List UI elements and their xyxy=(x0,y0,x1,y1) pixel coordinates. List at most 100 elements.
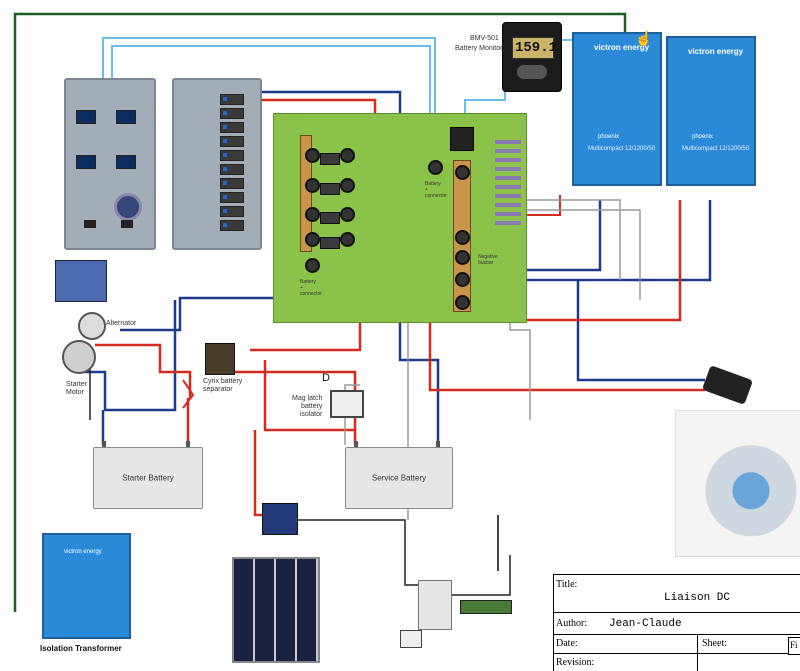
gray-wire-3 xyxy=(520,199,621,280)
battery-connector-label: Battery + connector xyxy=(300,279,322,297)
fuse-out-1 xyxy=(340,148,355,163)
inverter-2-phoenix: phoenix xyxy=(692,134,714,140)
mag-latch-isolator xyxy=(330,390,364,418)
breaker-switch-2[interactable] xyxy=(220,108,244,119)
inverter-2-model: Multicompact 12/1200/50 xyxy=(682,146,750,152)
switch-panel xyxy=(172,78,262,250)
revision-key: Revision: xyxy=(556,657,595,668)
bmv-display: 159.1 xyxy=(512,37,558,59)
bmv-name-label: Battery Monitor xyxy=(455,45,503,52)
inverter-1-brand: victron energy xyxy=(594,43,650,52)
breaker-switch-4[interactable] xyxy=(220,136,244,147)
sheet-key: Sheet: xyxy=(702,638,727,649)
neg-stud-4 xyxy=(455,272,470,287)
author-row: Author: Jean-Claude xyxy=(554,613,800,635)
fuse-out-3 xyxy=(340,207,355,222)
panel-button-1[interactable] xyxy=(84,220,96,228)
gray-wire-4 xyxy=(520,209,641,300)
battery-plus-stud xyxy=(428,160,443,175)
bmv-buttons[interactable] xyxy=(517,65,547,79)
author-value: Jean-Claude xyxy=(609,618,682,630)
red-wire-alternator xyxy=(95,343,192,398)
breaker-switch-5[interactable] xyxy=(220,150,244,161)
battery-connector-stud xyxy=(305,258,320,273)
fi-key: Fi xyxy=(790,640,798,650)
meter-display-2 xyxy=(116,110,136,124)
gray-wire-1 xyxy=(344,384,360,445)
breaker-switch-6[interactable] xyxy=(220,164,244,175)
author-key: Author: xyxy=(556,618,588,629)
shunt xyxy=(450,127,474,151)
service-battery-label: Service Battery xyxy=(371,473,427,483)
red-wire-service xyxy=(263,360,355,432)
black-wire-solar xyxy=(290,519,420,586)
fuse-link xyxy=(182,379,195,409)
inverter-2: victron energy phoenix Multicompact 12/1… xyxy=(666,36,756,186)
bmv-model-label: BMV-501 xyxy=(470,35,499,42)
negative-busbar-label: Negative busbar xyxy=(478,254,498,266)
meter-display-4 xyxy=(116,155,136,169)
starter-pos-terminal xyxy=(186,441,190,447)
cursor-icon: ☝ xyxy=(635,30,653,46)
title-key: Title: xyxy=(556,579,578,590)
positive-busbar xyxy=(300,135,312,252)
bmv-reading: 159.1 xyxy=(515,40,558,56)
small-fuse-strip xyxy=(495,140,521,230)
date-key: Date: xyxy=(556,638,578,649)
inverter-1-model: Multicompact 12/1200/50 xyxy=(588,146,656,152)
charge-controller xyxy=(418,580,452,630)
starter-motor-label: Starter Motor xyxy=(66,381,88,397)
alternator-label: Alternator xyxy=(106,320,137,327)
solar-panel xyxy=(232,557,320,663)
breaker-switch-1[interactable] xyxy=(220,94,244,105)
fuse-1 xyxy=(320,153,340,165)
title-value: Liaison DC xyxy=(664,592,731,604)
fuse-2 xyxy=(320,183,340,195)
meter-display-3 xyxy=(76,155,96,169)
starter-motor xyxy=(62,340,96,374)
alternator-regulator xyxy=(55,260,107,302)
breaker-switch-8[interactable] xyxy=(220,192,244,203)
fuse-4 xyxy=(320,237,340,249)
fuse-stud-2 xyxy=(305,178,320,193)
mag-latch-label: Mag latch battery isolator xyxy=(292,395,323,419)
isolation-transformer-label: Isolation Transformer xyxy=(40,644,122,653)
service-battery: Service Battery xyxy=(345,441,453,509)
dump-load xyxy=(460,600,512,614)
fuse-stud-4 xyxy=(305,232,320,247)
title-row: Title: Liaison DC xyxy=(554,575,800,613)
title-block: Title: Liaison DC Author: Jean-Claude Da… xyxy=(553,574,800,671)
fuse-out-2 xyxy=(340,178,355,193)
iso-brand: victron energy xyxy=(64,549,102,555)
isolation-transformer: victron energy xyxy=(42,533,131,639)
breaker-switch-10[interactable] xyxy=(220,220,244,231)
cyrix-separator xyxy=(205,343,235,375)
alternator xyxy=(78,312,106,340)
breaker-switch-7[interactable] xyxy=(220,178,244,189)
fuse-out-4 xyxy=(340,232,355,247)
black-wire-wind xyxy=(450,555,511,596)
inverter-1-phoenix: phoenix xyxy=(598,134,620,140)
wind-generator-icon xyxy=(497,515,525,571)
fuse-3 xyxy=(320,212,340,224)
starter-battery-label: Starter Battery xyxy=(122,473,174,483)
date-row: Date: Sheet: xyxy=(554,635,800,654)
fuse-stud-3 xyxy=(305,207,320,222)
rotary-knob[interactable] xyxy=(114,193,142,221)
engine-drawing xyxy=(675,410,800,557)
title-block-divider xyxy=(697,635,698,671)
neg-stud-5 xyxy=(455,295,470,310)
inverter-1: victron energy phoenix Multicompact 12/1… xyxy=(572,32,662,186)
starter-neg-terminal xyxy=(102,441,106,447)
breaker-switch-9[interactable] xyxy=(220,206,244,217)
ammeter xyxy=(400,630,422,648)
solar-controller xyxy=(262,503,298,535)
blue-wire-service xyxy=(398,298,440,445)
breaker-switch-3[interactable] xyxy=(220,122,244,133)
panel-button-2[interactable] xyxy=(121,220,133,228)
meter-panel xyxy=(64,78,156,250)
marker-d: D xyxy=(322,372,330,384)
meter-display-1 xyxy=(76,110,96,124)
service-neg-terminal xyxy=(436,441,440,447)
blue-wire-starter xyxy=(78,300,177,412)
